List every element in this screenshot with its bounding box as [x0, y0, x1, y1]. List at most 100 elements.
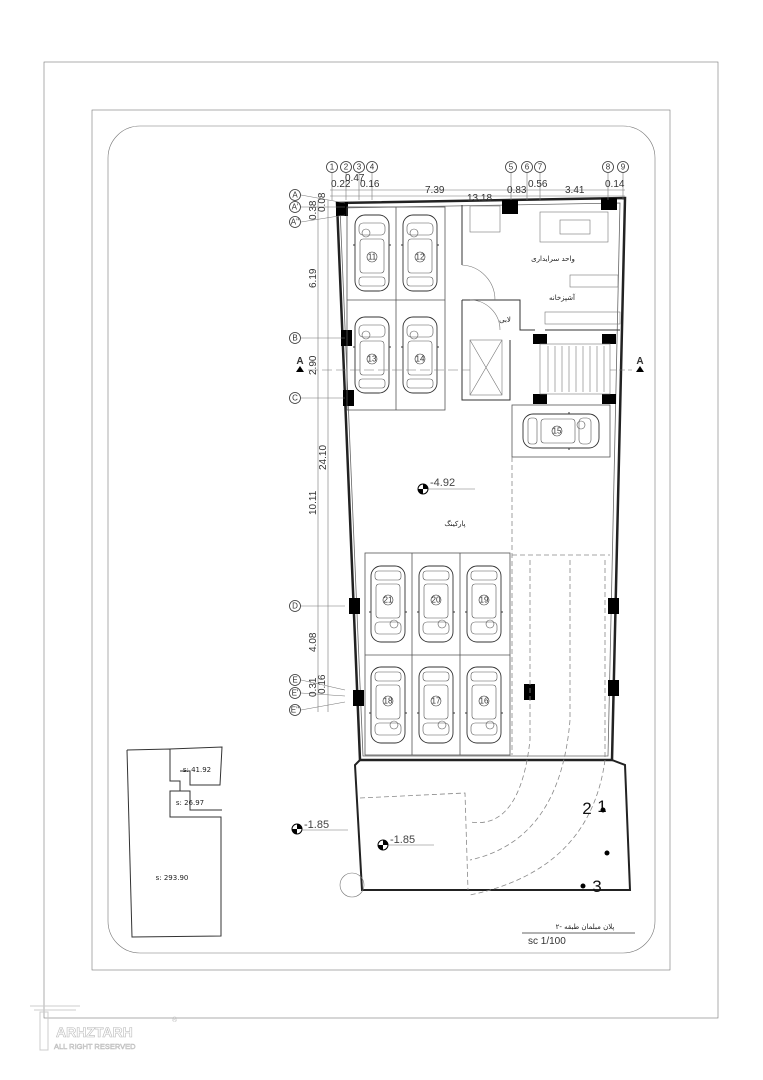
car-21: 21	[369, 565, 407, 643]
car-number: 17	[432, 697, 441, 706]
logo-registered-mark: ®	[172, 1016, 178, 1024]
car-20: 20	[417, 565, 455, 643]
car-number: 20	[432, 596, 441, 605]
logo-tagline: ALL RIGHT RESERVED	[54, 1042, 136, 1051]
elevation-mark-outside: -1.85	[291, 819, 348, 835]
grid-column-label: 3	[357, 163, 362, 172]
sheet-border	[43, 61, 719, 1019]
car-12: 12	[401, 214, 439, 292]
dimension-label: 0.16	[360, 179, 380, 190]
grid-row-bubble: D	[289, 600, 345, 612]
dimension-label: 24.10	[318, 445, 329, 470]
car-19: 19	[465, 565, 503, 643]
car-number: 13	[368, 355, 377, 364]
site-area-label: s: 293.90	[156, 874, 189, 882]
car-number: 16	[480, 697, 489, 706]
ramp-points: 1 2 3	[580, 797, 610, 896]
structural-columns	[336, 198, 619, 706]
grid-column-bubble: 2	[340, 161, 352, 200]
grid-row-bubble: B	[289, 332, 345, 344]
grid-row-label: B	[292, 334, 297, 343]
grid-column-bubble: 4	[366, 161, 378, 200]
grid-row-bubble: E''	[289, 701, 346, 716]
car-number: 15	[553, 427, 562, 436]
grid-row-label: C	[292, 394, 298, 403]
drawing-title: پلان مبلمان طبقه -۲	[556, 923, 615, 931]
grid-column-bubble: 1	[326, 161, 338, 200]
grid-row-label: A''	[291, 218, 300, 227]
car-13: 13	[353, 316, 391, 394]
car-number: 21	[384, 596, 393, 605]
dimension-lines	[317, 189, 625, 712]
car-18: 18	[369, 666, 407, 744]
dimension-label: 6.19	[308, 268, 319, 288]
dimension-label: 0.31	[308, 677, 319, 697]
grid-row-bubble: A'	[289, 201, 345, 213]
grid-column-bubble: 9	[617, 161, 629, 200]
building-outline	[335, 196, 632, 891]
parking-stall-lines	[346, 206, 611, 756]
elevation-value: -1.85	[390, 834, 415, 846]
caretaker-unit-walls	[461, 205, 621, 401]
grid-column-bubble: 7	[534, 161, 546, 200]
grid-row-label: D	[292, 602, 298, 611]
section-label: A	[636, 356, 643, 367]
grid-column-label: 8	[606, 163, 611, 172]
dimension-label: 4.08	[308, 632, 319, 652]
car-number: 19	[480, 596, 489, 605]
grid-row-bubble: E	[289, 674, 346, 691]
grid-column-label: 9	[621, 163, 626, 172]
car-number: 11	[368, 253, 377, 262]
car-number: 14	[416, 355, 425, 364]
logo-name: ARHZTARH	[56, 1024, 133, 1040]
grid-row-label: A	[292, 191, 298, 200]
staircase	[539, 343, 611, 395]
dimension-label: 13.18	[467, 193, 492, 204]
dimension-label: 2.90	[308, 355, 319, 375]
grid-row-bubble: A''	[289, 214, 346, 228]
title-block: پلان مبلمان طبقه -۲ sc 1/100	[522, 923, 635, 947]
grid-column-label: 5	[509, 163, 514, 172]
dimension-label: 0.22	[331, 179, 351, 190]
dimension-label: 10.11	[308, 490, 319, 515]
dimension-label: 0.38	[308, 200, 319, 220]
elevation-mark-ramp: -1.85	[377, 834, 434, 851]
grid-column-label: 1	[330, 163, 335, 172]
grid-row-bubble: A	[289, 189, 346, 204]
grid-column-bubble: 6	[521, 161, 533, 200]
dimension-label: 0.56	[528, 179, 548, 190]
dimension-label: 0.83	[507, 185, 527, 196]
grid-row-label: A'	[292, 203, 299, 212]
dimension-label: 3.41	[565, 185, 585, 196]
grid-column-label: 2	[344, 163, 349, 172]
grid-row-bubble: C	[289, 392, 345, 404]
room-label-lobby: لابی	[499, 316, 511, 324]
elevation-mark-parking: -4.92	[417, 477, 475, 495]
dimension-label: 7.39	[425, 185, 445, 196]
grid-row-label: E	[292, 676, 297, 685]
car-14: 14	[401, 316, 439, 394]
grid-column-bubble: 5	[505, 161, 517, 200]
car-16: 16	[465, 666, 503, 744]
drawing-scale: sc 1/100	[528, 936, 566, 947]
site-plan-inset: s: 41.92 s: 26.97 s: 293.90	[126, 746, 223, 938]
grid-column-label: 6	[525, 163, 530, 172]
dimension-label: 0.14	[605, 179, 625, 190]
room-label-caretaker: واحد سرایداری	[531, 255, 575, 263]
grid-column-bubble: 8	[602, 161, 614, 200]
elevation-value: -4.92	[430, 477, 455, 489]
section-marker-right: A	[610, 356, 644, 372]
rounded-frame	[107, 125, 656, 954]
grid-column-label: 7	[538, 163, 543, 172]
parked-cars: 11 12 13 14 15 16 17 18 19 20 21	[353, 214, 600, 744]
dimension-label: 0.08	[317, 192, 328, 212]
ramp-point-label: 2	[582, 799, 591, 818]
room-label-kitchen: آشپزخانه	[549, 293, 576, 302]
elevation-value: -1.85	[304, 819, 329, 831]
grid-row-label: E''	[291, 706, 300, 715]
car-15: 15	[522, 412, 600, 450]
car-11: 11	[353, 214, 391, 292]
